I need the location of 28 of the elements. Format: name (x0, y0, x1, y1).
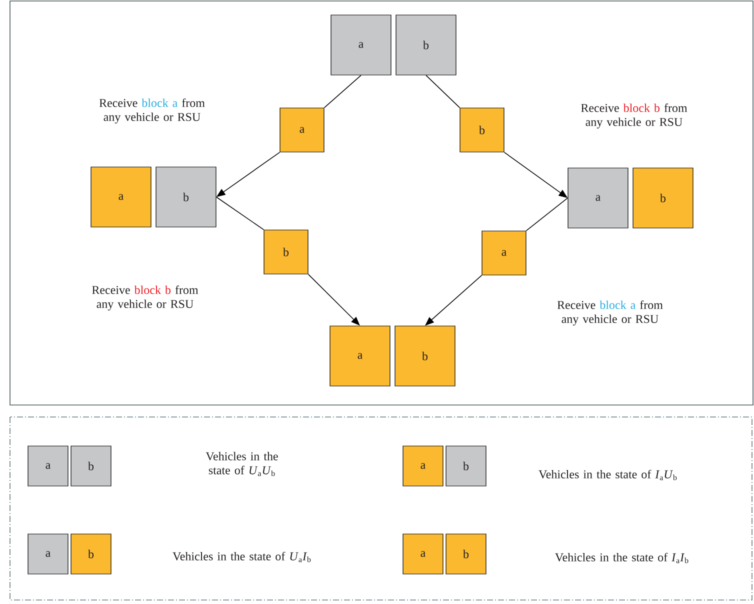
block-square: a (482, 230, 526, 276)
block-square: b (394, 326, 456, 386)
block-square: a (28, 534, 68, 574)
block-square: b (446, 446, 486, 486)
block-square: b (460, 108, 504, 152)
block-square: b (264, 230, 308, 274)
legend-text: Vehicles in the state of U$_{a}$I$_{b}$ (172, 552, 311, 562)
block-square: b (70, 534, 112, 574)
block-square: b (156, 166, 216, 228)
block-square: a (28, 446, 68, 486)
annotation-text: Receive block b from any vehicle or RSU (581, 103, 688, 129)
block-square: a (402, 446, 444, 486)
block-square: a (90, 166, 152, 228)
block-square: b (70, 446, 112, 486)
legend-text: Vehicles in the state of I$_{a}$I$_{b}$ (555, 552, 688, 564)
block-square: a (280, 108, 324, 152)
block-square: a (402, 534, 444, 574)
annotation-text: Receive block b from any vehicle or RSU (92, 285, 198, 310)
block-square: a (330, 14, 392, 76)
annotation-text: Receive block a from any vehicle or RSU (99, 98, 205, 124)
legend-text: Vehicles in the state of I$_{a}$U$_{b}$ (538, 470, 677, 480)
block-square: b (632, 168, 694, 228)
block-square: a (568, 168, 628, 228)
legend-text: Vehicles in the state of U$_{a}$U$_{b}$ (206, 452, 278, 476)
block-square: b (396, 14, 456, 76)
annotation-text: Receive block a from any vehicle or RSU (557, 300, 663, 326)
block-square: b (446, 534, 486, 574)
block-square: a (330, 326, 390, 386)
